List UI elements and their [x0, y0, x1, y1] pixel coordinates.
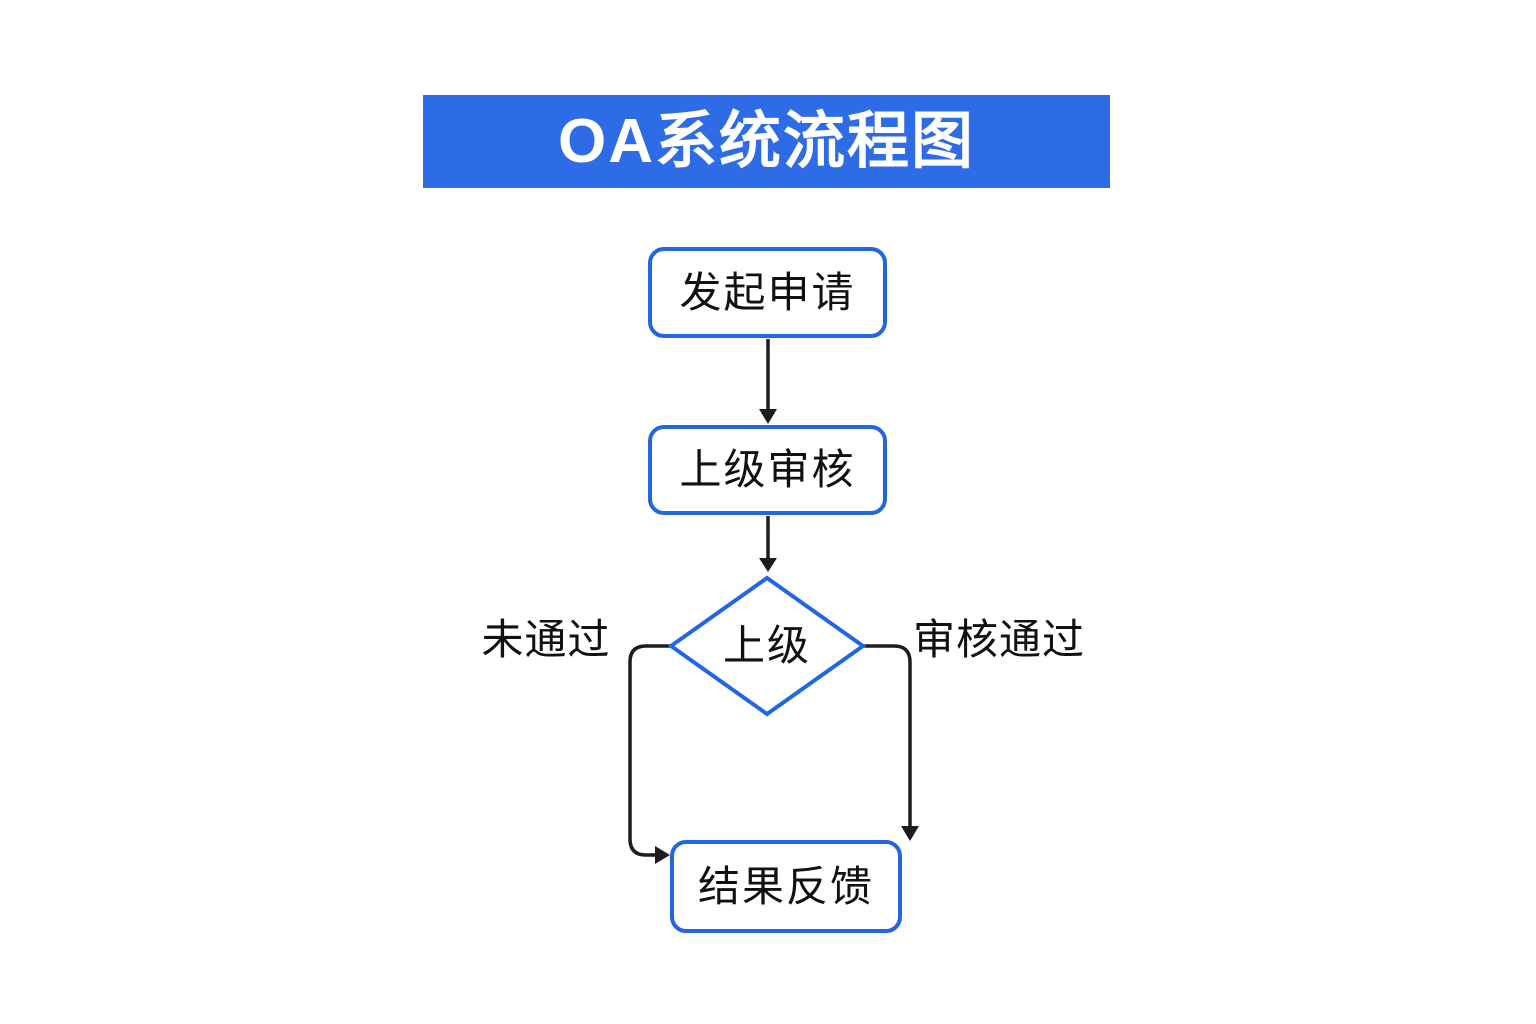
edge-decision-to-result-pass	[864, 644, 912, 827]
node-result: 结果反馈	[670, 840, 902, 933]
node-decision-label: 上级	[722, 622, 811, 669]
title-banner: OA系统流程图	[423, 95, 1110, 188]
arrow-down-icon	[901, 826, 919, 841]
node-review: 上级审核	[648, 425, 887, 515]
arrow-right-icon	[655, 846, 670, 864]
edge-decision-to-result-fail	[628, 644, 670, 857]
edge-label-fail: 未通过	[481, 616, 611, 663]
decision-diamond-shape	[667, 575, 867, 717]
node-start: 发起申请	[648, 247, 887, 338]
node-decision: 上级	[667, 574, 867, 718]
node-start-label: 发起申请	[679, 268, 856, 316]
diamond-icon	[667, 575, 867, 717]
arrow-down-icon	[759, 409, 777, 424]
node-result-label: 结果反馈	[697, 862, 874, 910]
node-review-label: 上级审核	[679, 446, 856, 493]
edge-label-pass: 审核通过	[912, 616, 1086, 663]
arrow-down-icon	[759, 558, 777, 572]
page-title: OA系统流程图	[557, 106, 975, 176]
